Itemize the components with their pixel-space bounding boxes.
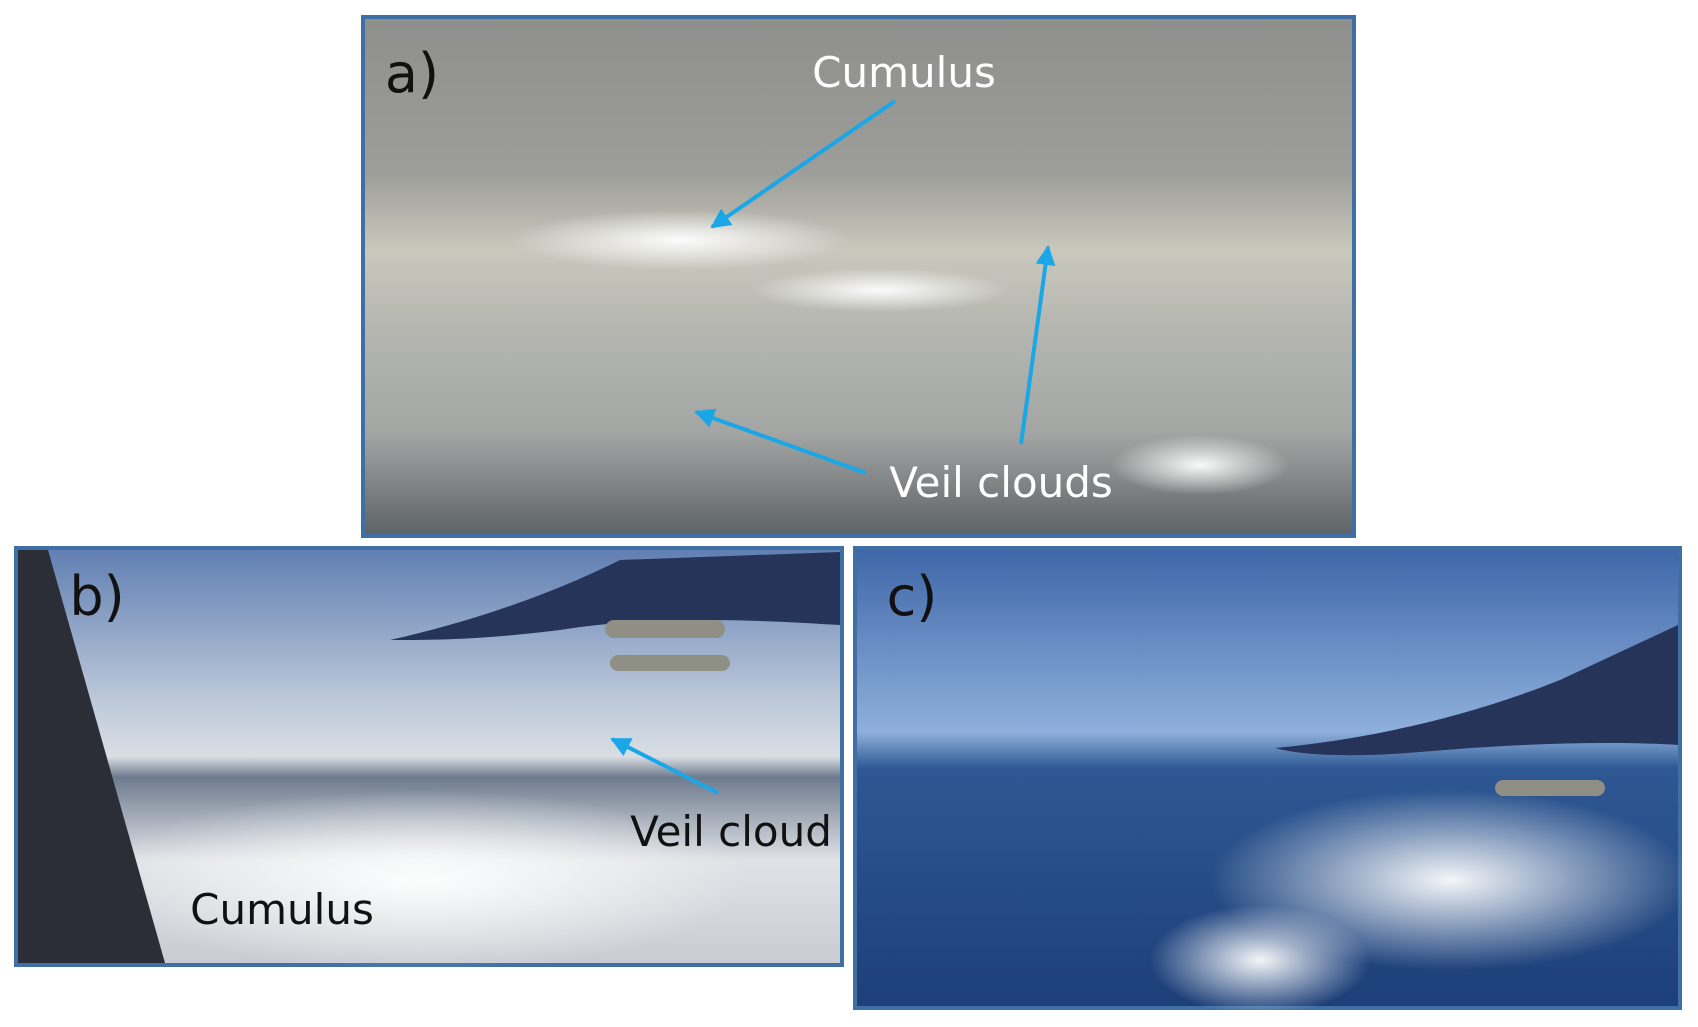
cumulus-cloud (90, 790, 750, 970)
wing-pod (610, 655, 730, 671)
arrow (610, 737, 719, 795)
panel-label-c: c) (887, 565, 938, 628)
panel-label-b: b) (69, 565, 124, 628)
arrow (1019, 245, 1056, 445)
aircraft-wing (1275, 625, 1678, 756)
cloud (750, 268, 1010, 312)
arrow (694, 408, 867, 475)
cumulus-cloud (1150, 905, 1370, 1015)
panel-label-a: a) (385, 42, 439, 105)
panel-c: c) (853, 546, 1690, 1015)
cloud (1110, 435, 1290, 495)
annotation-veil-cloud: Veil cloud (630, 807, 832, 856)
panel-a: a) Cumulus Veil clouds (361, 15, 1356, 538)
wing-pod (1495, 780, 1605, 796)
panel-b: b) Veil cloud Cumulus (14, 546, 844, 970)
annotation-cumulus: Cumulus (190, 885, 374, 934)
annotation-cumulus: Cumulus (812, 48, 996, 97)
arrow (710, 99, 897, 229)
wing-pod (605, 620, 725, 638)
window-frame (18, 550, 165, 963)
cumulus-cloud (510, 210, 850, 270)
aircraft-wing (390, 552, 840, 640)
annotation-veil-clouds: Veil clouds (889, 458, 1113, 507)
